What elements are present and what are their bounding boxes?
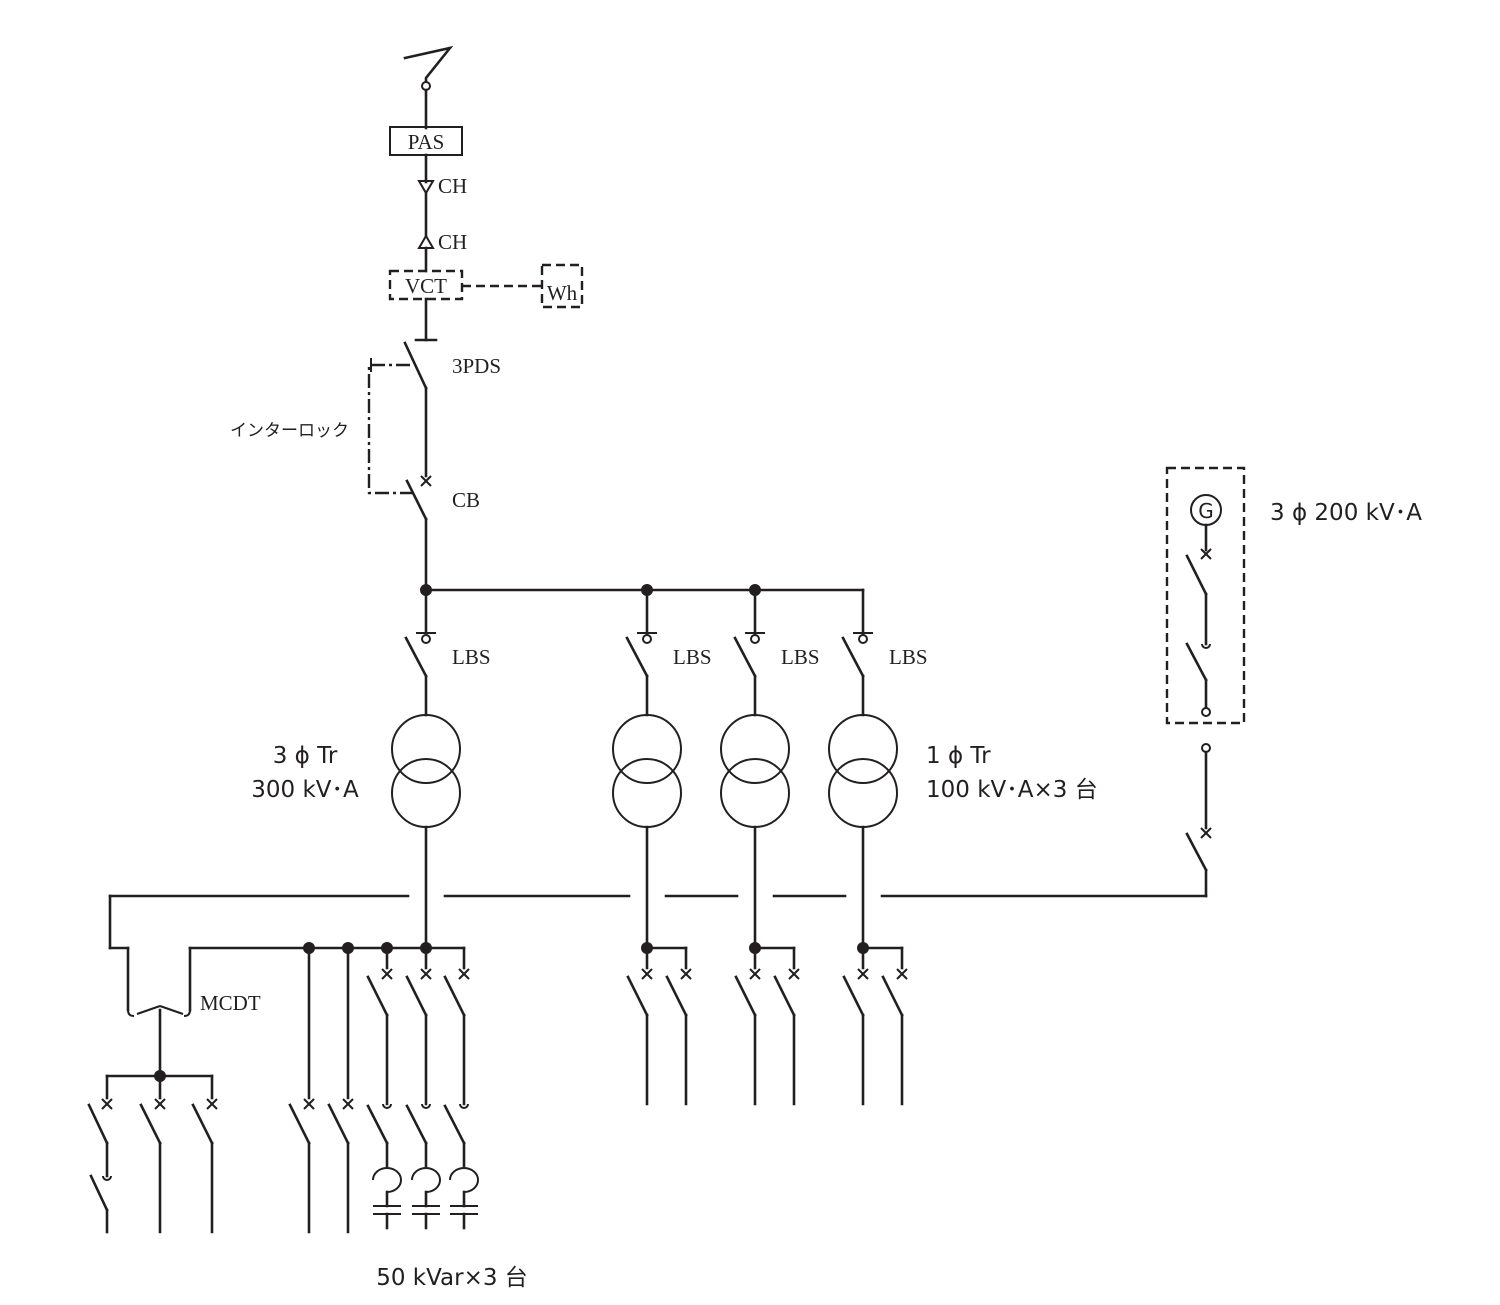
pas-label: PAS: [408, 130, 445, 154]
incoming-line-symbol: [403, 45, 454, 130]
watt-hour-meter: Wh: [540, 263, 584, 309]
tr1-rating-line2: 100 kV･A×3 台: [926, 777, 1098, 803]
cable-head-top: CH: [417, 174, 467, 198]
single-phase-group-a: [626, 942, 692, 1106]
lbs-label-4: LBS: [889, 645, 928, 669]
lv-bus-3phase: [188, 942, 466, 954]
disconnecting-switch-3pds: 3PDS: [403, 341, 501, 478]
generator-rating: 3 ϕ 200 kV･A: [1270, 500, 1422, 526]
lbs-feeder-1: LBS: [404, 588, 491, 717]
emergency-bus: [108, 894, 1208, 950]
lbs-label-3: LBS: [781, 645, 820, 669]
lbs-feeder-4: LBS: [841, 588, 928, 717]
emergency-branch-2: [139, 1098, 166, 1234]
generator-symbol: G: [1198, 499, 1214, 523]
capacitor-branch-1: [366, 946, 402, 1230]
lbs-label-1: LBS: [452, 645, 491, 669]
transformer-3phase: [391, 714, 461, 950]
lbs-feeder-2: LBS: [625, 588, 712, 717]
capacitor-branch-2: [405, 946, 441, 1230]
lv-branch-2: [327, 946, 354, 1234]
ch-bottom-label: CH: [438, 230, 467, 254]
transformer-1phase-c: [828, 714, 898, 950]
emergency-branch-3: [191, 1098, 218, 1234]
capacitor-branch-3: [443, 946, 479, 1230]
single-phase-group-b: [734, 942, 800, 1106]
generator-enclosure: [1165, 466, 1246, 725]
tr1-rating-line1: 1 ϕ Tr: [926, 743, 991, 769]
vct-label: VCT: [405, 274, 447, 298]
capacitor-rating: 50 kVar×3 台: [376, 1265, 528, 1291]
tr3-rating-line2: 300 kV･A: [251, 777, 359, 803]
hv-bus: [420, 584, 865, 596]
pds-label: 3PDS: [452, 354, 501, 378]
cable-head-bottom: CH: [417, 230, 467, 254]
pas-switch: PAS: [389, 126, 463, 156]
ch-top-label: CH: [438, 174, 467, 198]
interlock: インターロック: [230, 358, 414, 495]
wh-label: Wh: [547, 281, 578, 305]
lbs-label-2: LBS: [673, 645, 712, 669]
vct: VCT: [388, 269, 464, 301]
lbs-feeder-3: LBS: [733, 588, 820, 717]
tr3-rating-line1: 3 ϕ Tr: [273, 743, 338, 769]
emergency-distribution: [87, 1070, 218, 1234]
interlock-label: インターロック: [230, 421, 349, 441]
lv-branch-1: [288, 946, 315, 1234]
cb-label: CB: [452, 488, 480, 512]
mcdt-transfer-switch: MCDT: [126, 946, 261, 1078]
transformer-1phase-a: [612, 714, 682, 950]
transformer-1phase-b: [720, 714, 790, 950]
emergency-branch-1: [87, 1098, 113, 1234]
generator: G 3 ϕ 200 kV･A: [1185, 494, 1422, 898]
circuit-breaker-cb: CB: [405, 475, 480, 592]
single-phase-group-c: [842, 942, 908, 1106]
mcdt-label: MCDT: [200, 991, 261, 1015]
